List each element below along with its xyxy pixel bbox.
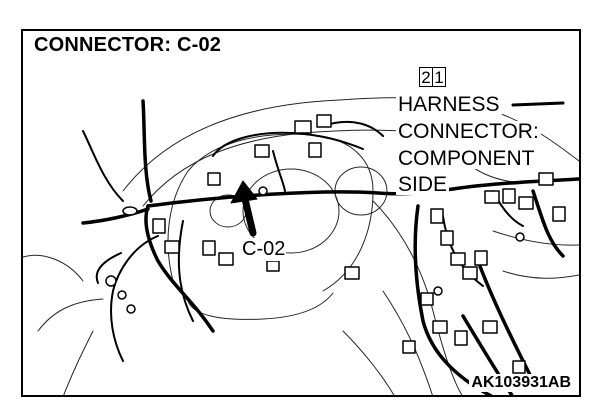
diagram-frame: CONNECTOR: C-02 2 1 HARNESS CONNECTOR: C…	[21, 29, 581, 397]
diagram-title: CONNECTOR: C-02	[34, 34, 222, 56]
callout-leader	[511, 101, 565, 107]
pin-1: 1	[432, 67, 446, 87]
callout-connector: CONNECTOR:	[396, 120, 541, 143]
connector-label-c02: C-02	[241, 238, 287, 261]
connectors	[152, 114, 566, 374]
grommets	[105, 186, 525, 314]
c02-arrow	[230, 180, 258, 237]
callout-side: SIDE	[396, 173, 450, 196]
figure-code: AK103931AB	[469, 374, 573, 392]
harness-drawing	[23, 97, 579, 395]
dashboard-outline	[23, 97, 579, 395]
main-harness	[81, 99, 579, 395]
callout-harness: HARNESS	[396, 93, 502, 116]
pin-2: 2	[419, 67, 433, 87]
callout-component: COMPONENT	[396, 147, 537, 170]
